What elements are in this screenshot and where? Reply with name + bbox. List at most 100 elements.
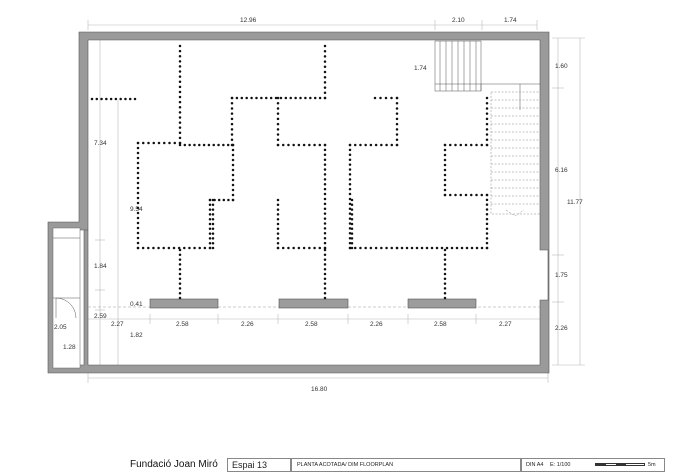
partition-dot: [178, 49, 182, 53]
partition-dot: [420, 246, 424, 250]
partition-dot: [133, 97, 137, 101]
partition-dot: [348, 246, 352, 250]
partition-dot: [178, 296, 182, 300]
space-box: [227, 458, 291, 472]
partition-dot: [208, 241, 212, 245]
partition-dot: [369, 246, 373, 250]
base-left: [149, 298, 219, 309]
partition-dot: [348, 187, 352, 191]
partition-dot: [289, 96, 292, 100]
partition-dot: [208, 222, 212, 226]
partition-dot: [178, 44, 182, 48]
partition-dot: [323, 253, 327, 257]
scale-bar-label: 5m: [648, 462, 656, 468]
partition-dot: [323, 55, 327, 58]
partition-dot: [136, 241, 140, 245]
dim-stair-inner: 1.74: [414, 65, 427, 72]
partition-dot: [211, 241, 215, 245]
partition-dot: [323, 246, 327, 250]
partition-dot: [323, 70, 327, 74]
dim-left-small: 0.41: [130, 301, 143, 308]
partition-dot: [136, 226, 140, 230]
partition-dot: [443, 263, 447, 266]
partition-dot: [359, 143, 362, 147]
partition-dot: [323, 207, 327, 211]
partition-dot: [348, 217, 352, 220]
partition-dot: [163, 141, 166, 145]
partition-dot: [211, 227, 215, 231]
partition-dot: [231, 188, 235, 192]
partition-dot: [230, 101, 234, 105]
partition-dot: [459, 143, 462, 147]
partition-dot: [350, 213, 354, 216]
partition-dot: [211, 213, 215, 216]
partition-dot: [281, 143, 285, 147]
dim-row-d: 2.58: [305, 321, 318, 328]
partition-dot: [276, 107, 280, 110]
scale-bar: [595, 463, 645, 466]
partition-dot: [276, 213, 280, 216]
partition-dot: [443, 158, 447, 162]
partition-dot: [454, 143, 457, 147]
partition-dot: [485, 101, 489, 105]
partition-dot: [167, 246, 171, 250]
partition-dot: [350, 208, 354, 211]
partition-dot: [445, 246, 449, 250]
partition-dot: [240, 96, 244, 100]
partition-dot: [443, 267, 447, 271]
dim-right-mid: 6.16: [555, 167, 568, 174]
partition-dot: [260, 96, 263, 100]
partition-dot: [485, 198, 489, 202]
dim-row-e: 2.26: [370, 321, 383, 328]
partition-dot: [198, 143, 201, 147]
partition-dot: [454, 193, 457, 197]
partition-dot: [178, 131, 182, 135]
partition-dot: [460, 246, 464, 250]
paper-size: DIN A4: [526, 462, 544, 468]
partition-dot: [157, 246, 160, 250]
partition-dot: [202, 143, 206, 147]
partition-dot: [308, 246, 311, 250]
partition-dot: [226, 143, 230, 147]
partition-dot: [230, 128, 234, 131]
partition-dot: [297, 246, 301, 250]
partition-dot: [292, 246, 295, 250]
partition-dot: [323, 96, 327, 100]
partition-dot: [276, 138, 280, 142]
partition-dot: [188, 143, 191, 147]
partition-dot: [136, 176, 140, 180]
partition-dot: [178, 100, 182, 104]
partition-dot: [443, 272, 447, 276]
partition-dot: [157, 141, 161, 145]
partition-dot: [279, 96, 283, 100]
partition-dot: [348, 241, 352, 245]
partition-dot: [193, 246, 196, 250]
partition-dot: [443, 253, 447, 257]
partition-dot: [485, 193, 489, 197]
partition-dot: [485, 241, 489, 245]
partition-dot: [178, 253, 182, 257]
partition-dot: [323, 81, 327, 84]
partition-dot: [323, 65, 327, 69]
partition-dot: [227, 198, 230, 202]
partition-dot: [276, 117, 280, 121]
partition-dot: [212, 143, 215, 147]
partition-dot: [435, 246, 439, 250]
partition-dot: [443, 296, 447, 300]
partition-dot: [178, 291, 182, 295]
partition-dot: [231, 153, 235, 157]
partition-dot: [353, 143, 357, 147]
partition-dot: [142, 141, 145, 145]
partition-dot: [230, 112, 234, 115]
dim-left-door: 2.59: [94, 313, 107, 320]
partition-dot: [440, 246, 444, 250]
partition-dot: [231, 183, 235, 187]
partition-dot: [231, 173, 235, 177]
partition-dot: [276, 237, 280, 240]
partition-dot: [95, 97, 99, 101]
partition-dot: [380, 246, 383, 250]
partition-dot: [323, 192, 327, 196]
partition-dot: [168, 141, 171, 145]
partition-dot: [470, 246, 474, 250]
